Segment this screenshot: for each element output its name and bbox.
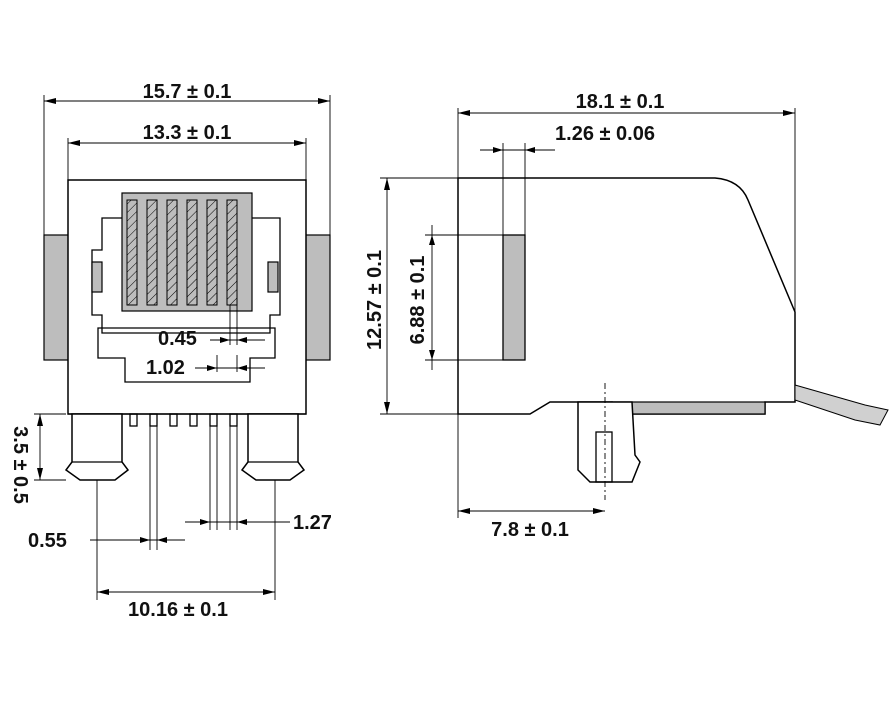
front-view: 15.7 ± 0.1 13.3 ± 0.1 0.45 1.02 3.5 ± 0.… (9, 81, 332, 621)
left-flange (43, 234, 70, 361)
contact-fingers (126, 199, 238, 306)
inner-width-label: 13.3 ± 0.1 (143, 122, 232, 144)
contact-width-label: 0.45 (158, 328, 197, 350)
pin-pitch-label: 1.27 (293, 512, 332, 534)
left-board-lock (64, 413, 130, 481)
overall-width-label: 15.7 ± 0.1 (143, 81, 232, 103)
overall-length-label: 18.1 ± 0.1 (576, 91, 665, 113)
side-peg (577, 401, 641, 483)
latch-slot (502, 234, 526, 361)
right-board-lock (240, 413, 306, 481)
peg-offset-label: 7.8 ± 0.1 (491, 519, 569, 541)
pin-diameter-label: 0.55 (28, 530, 67, 552)
latch-height-label: 6.88 ± 0.1 (407, 256, 429, 345)
side-view: 18.1 ± 0.1 1.26 ± 0.06 12.57 ± 0.1 6.88 … (364, 91, 889, 541)
cable-lead (794, 384, 889, 426)
contact-pitch-label: 1.02 (146, 357, 185, 379)
latch-width-label: 1.26 ± 0.06 (555, 123, 655, 145)
peg-spacing-label: 10.16 ± 0.1 (128, 599, 228, 621)
port-opening (91, 217, 281, 334)
right-flange (304, 234, 331, 361)
overall-height-label: 12.57 ± 0.1 (364, 250, 386, 350)
standoff-height-label: 3.5 ± 0.5 (9, 426, 31, 504)
pin-bumps (129, 413, 238, 427)
